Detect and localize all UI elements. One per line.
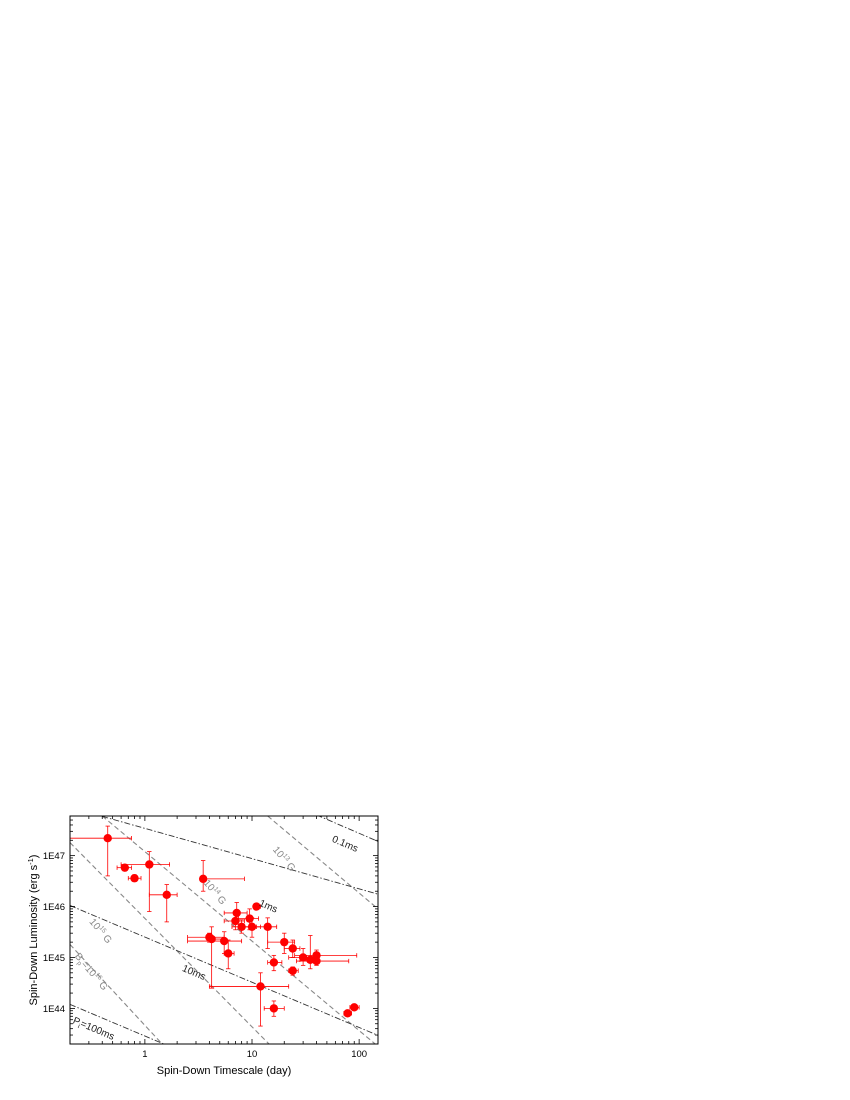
data-point-1	[116, 863, 132, 872]
x-tick-label-2: 100	[351, 1049, 367, 1060]
marker	[288, 944, 297, 953]
x-tick-label-1: 10	[247, 1049, 258, 1060]
y-tick-label-1: 1E45	[43, 953, 65, 964]
marker	[269, 958, 279, 967]
marker	[288, 966, 297, 975]
data-point-27	[343, 1009, 352, 1018]
field-line-2	[101, 816, 377, 1044]
data-point-28	[349, 1003, 360, 1012]
period-label-0: Pi=100ms	[71, 1016, 116, 1045]
data-point-12	[256, 917, 278, 949]
data-point-17	[267, 932, 296, 954]
period-label-3: 0.1ms	[330, 834, 359, 855]
data-point-4	[148, 884, 178, 923]
data-point-11	[252, 902, 261, 911]
data-point-16	[223, 939, 235, 970]
data-point-10	[244, 917, 261, 938]
marker	[256, 982, 265, 991]
field-label-1: 1015 G	[87, 916, 115, 946]
period-line-1	[70, 905, 378, 1036]
marker	[162, 890, 171, 900]
marker	[103, 833, 112, 843]
data-points	[70, 825, 360, 1027]
x-axis-title: Spin-Down Timescale (day)	[157, 1065, 292, 1077]
marker	[219, 936, 229, 946]
data-point-3	[120, 851, 170, 912]
y-tick-label-2: 1E46	[43, 902, 65, 913]
marker	[280, 937, 289, 947]
field-label-0: Bp=1016 G	[71, 951, 110, 994]
plot-frame	[69, 815, 379, 1045]
marker	[232, 908, 241, 918]
field-label-2: 1014 G	[201, 877, 229, 907]
marker	[269, 1004, 279, 1013]
marker	[237, 922, 246, 932]
marker	[343, 1009, 352, 1018]
period-label-1: 10ms	[180, 963, 207, 983]
marker	[145, 860, 154, 869]
marker	[350, 1003, 359, 1012]
marker	[263, 922, 272, 932]
data-point-20	[288, 966, 299, 976]
data-point-5	[198, 860, 245, 892]
marker	[231, 916, 240, 926]
marker	[252, 902, 261, 911]
data-point-26	[263, 1000, 285, 1017]
data-point-18	[283, 939, 301, 958]
data-point-25	[208, 972, 290, 1027]
data-point-15	[187, 931, 243, 954]
y-axis-title: Spin-Down Luminosity (erg s-1)	[26, 855, 40, 1006]
marker	[130, 874, 139, 883]
field-label-3: 1013 G	[270, 844, 298, 874]
marker	[198, 874, 208, 884]
axes: 1 10 100 1E44 1E45 1E46 1E47	[43, 815, 378, 1060]
period-line-3	[317, 816, 378, 842]
data-point-0	[70, 825, 132, 877]
data-point-6	[223, 902, 248, 925]
marker	[247, 922, 257, 932]
period-line-2	[102, 816, 378, 895]
marker	[120, 863, 130, 872]
y-tick-label-3: 1E47	[43, 851, 65, 862]
data-point-7	[223, 911, 245, 931]
marker	[207, 934, 216, 944]
data-point-24	[296, 956, 350, 966]
period-label-2: 1ms	[257, 898, 279, 916]
field-line-3	[267, 816, 378, 910]
marker	[312, 956, 321, 966]
period-line-0	[70, 1003, 165, 1044]
data-point-14	[206, 926, 225, 989]
x-tick-label-0: 1	[142, 1049, 147, 1060]
data-point-19	[267, 954, 283, 972]
marker	[224, 949, 233, 958]
field-line-1	[70, 842, 270, 1044]
marker	[245, 914, 254, 923]
data-point-2	[127, 874, 142, 883]
y-tick-label-0: 1E44	[43, 1004, 65, 1015]
model-lines	[70, 816, 378, 1044]
